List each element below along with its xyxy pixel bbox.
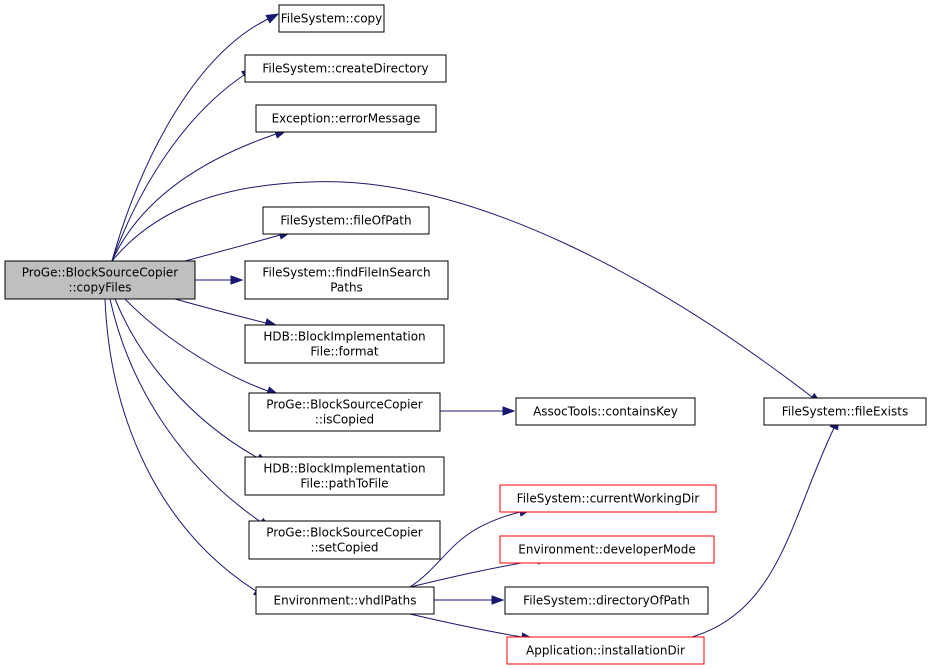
node-box[interactable] <box>244 456 445 496</box>
node-label: FileSystem::copy <box>281 12 383 26</box>
node-developerMode[interactable]: Environment::developerMode <box>499 535 715 564</box>
edge-line <box>174 298 267 324</box>
edge-line <box>409 613 523 638</box>
node-box[interactable] <box>499 484 717 513</box>
node-box[interactable] <box>763 397 927 426</box>
node-box[interactable] <box>4 260 196 300</box>
node-label: ProGe::BlockSourceCopier <box>266 526 423 540</box>
edge-copyFiles-to-createDirectory <box>111 67 255 262</box>
edge-line <box>111 74 245 262</box>
edge-line <box>184 234 281 262</box>
node-copy[interactable]: FileSystem::copy <box>278 4 385 33</box>
node-label: Exception::errorMessage <box>272 112 421 126</box>
node-label: ::setCopied <box>310 541 378 555</box>
node-label: Application::installationDir <box>526 644 685 658</box>
edge-copyFiles-to-errorMessage <box>111 129 288 262</box>
node-box[interactable] <box>504 586 709 615</box>
edges-layer <box>104 13 840 642</box>
node-containsKey[interactable]: AssocTools::containsKey <box>515 397 696 426</box>
node-box[interactable] <box>248 520 441 560</box>
node-label: FileSystem::directoryOfPath <box>523 594 690 608</box>
node-label: AssocTools::containsKey <box>533 405 678 419</box>
node-copyFiles[interactable]: ProGe::BlockSourceCopier::copyFiles <box>4 260 196 300</box>
arrowhead <box>265 13 280 24</box>
edge-copyFiles-to-findFileInSearchPaths <box>195 275 244 285</box>
node-box[interactable] <box>278 4 385 33</box>
node-vhdlPaths[interactable]: Environment::vhdlPaths <box>255 586 435 615</box>
node-createDirectory[interactable]: FileSystem::createDirectory <box>244 54 447 83</box>
edge-copyFiles-to-fileExists <box>111 181 822 405</box>
edge-copyFiles-to-format <box>174 298 279 328</box>
arrowhead <box>230 275 244 285</box>
edge-line <box>109 298 262 523</box>
node-label: FileSystem::currentWorkingDir <box>517 492 700 506</box>
node-installationDir[interactable]: Application::installationDir <box>506 636 705 665</box>
node-label: FileSystem::findFileInSearch <box>262 266 430 280</box>
edge-copyFiles-to-fileOfPath <box>184 230 293 262</box>
arrowhead <box>502 406 516 416</box>
node-currentWorkingDir[interactable]: FileSystem::currentWorkingDir <box>499 484 717 513</box>
node-box[interactable] <box>244 54 447 83</box>
edge-vhdlPaths-to-directoryOfPath <box>434 595 505 605</box>
node-fileExists[interactable]: FileSystem::fileExists <box>763 397 927 426</box>
node-label: ::copyFiles <box>68 281 131 295</box>
arrowhead <box>491 595 505 605</box>
node-isCopied[interactable]: ProGe::BlockSourceCopier::isCopied <box>248 392 441 432</box>
nodes-layer: ProGe::BlockSourceCopier::copyFilesFileS… <box>4 4 927 665</box>
edge-isCopied-to-containsKey <box>439 406 516 416</box>
node-label: ::isCopied <box>315 413 374 427</box>
edge-line <box>114 298 259 459</box>
node-box[interactable] <box>244 324 445 364</box>
edge-line <box>124 298 269 392</box>
edge-line <box>691 427 835 638</box>
node-box[interactable] <box>248 392 441 432</box>
node-label: HDB::BlockImplementation <box>263 330 425 344</box>
node-box[interactable] <box>244 260 449 300</box>
node-label: Environment::developerMode <box>518 543 696 557</box>
edge-line <box>409 511 521 588</box>
edge-copyFiles-to-copy <box>111 13 280 262</box>
node-box[interactable] <box>255 586 435 615</box>
node-label: Environment::vhdlPaths <box>274 594 417 608</box>
node-errorMessage[interactable]: Exception::errorMessage <box>255 104 437 133</box>
node-label: FileSystem::fileExists <box>782 405 908 419</box>
node-box[interactable] <box>262 206 430 235</box>
node-label: HDB::BlockImplementation <box>263 462 425 476</box>
node-label: FileSystem::fileOfPath <box>280 214 411 228</box>
node-directoryOfPath[interactable]: FileSystem::directoryOfPath <box>504 586 709 615</box>
edge-line <box>104 298 257 592</box>
node-setCopied[interactable]: ProGe::BlockSourceCopier::setCopied <box>248 520 441 560</box>
edge-line <box>111 18 269 262</box>
node-fileOfPath[interactable]: FileSystem::fileOfPath <box>262 206 430 235</box>
node-label: File::pathToFile <box>300 477 388 491</box>
node-label: FileSystem::createDirectory <box>262 62 428 76</box>
edge-line <box>111 181 813 398</box>
edge-line <box>409 559 539 588</box>
node-label: ProGe::BlockSourceCopier <box>22 266 179 280</box>
node-box[interactable] <box>499 535 715 564</box>
edge-installationDir-to-fileExists <box>691 416 840 638</box>
node-box[interactable] <box>506 636 705 665</box>
node-label: File::format <box>310 345 378 359</box>
node-label: ProGe::BlockSourceCopier <box>266 398 423 412</box>
node-box[interactable] <box>515 397 696 426</box>
edge-line <box>111 133 277 262</box>
node-box[interactable] <box>255 104 437 133</box>
node-label: Paths <box>330 281 363 295</box>
